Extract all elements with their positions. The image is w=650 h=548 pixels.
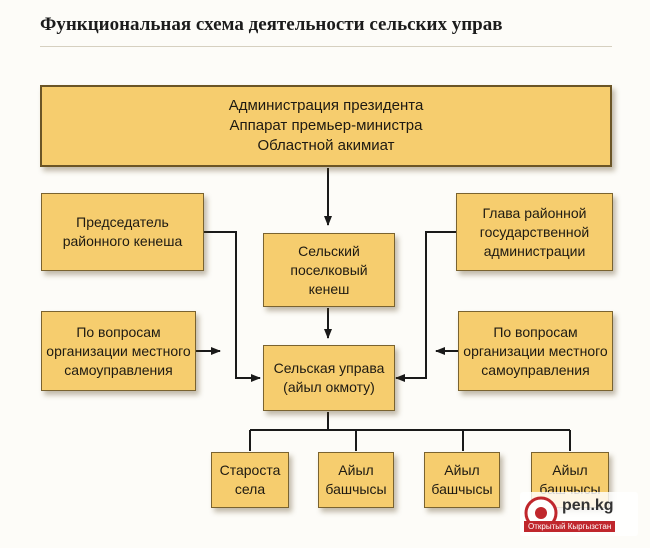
logo-text: pen.kg	[562, 497, 614, 514]
box-village-kenesh-line-1: Сельский	[298, 242, 360, 259]
box-starosta-line-2: села	[234, 481, 266, 497]
box-village-uprava-line-2: (айыл окмоту)	[283, 379, 375, 395]
diagram-title: Функциональная схема деятельности сельск…	[40, 14, 503, 35]
connector-chair-to-uprava	[204, 231, 261, 382]
box-ayil-bashchy-1-line-1: Айыл	[338, 462, 374, 478]
box-self-government-right-line-3: самоуправления	[481, 361, 590, 378]
box-self-government-left-line-3: самоуправления	[64, 361, 173, 378]
box-district-head: Глава районной государственной администр…	[456, 193, 613, 271]
box-kenesh-chair: Председатель районного кенеша	[41, 193, 204, 271]
box-ayil-bashchy-2: Айыл башчысы	[424, 452, 500, 508]
logo-subtitle: Открытый Кыргызстан	[524, 521, 616, 532]
connector-head-to-uprava	[395, 231, 456, 382]
box-administration-line-2: Аппарат премьер-министра	[229, 117, 423, 134]
box-village-kenesh-line-3: кенеш	[308, 280, 350, 297]
box-administration-line-3: Областной акимиат	[257, 137, 395, 154]
box-village-kenesh: Сельский поселковый кенеш	[263, 233, 395, 307]
box-ayil-bashchy-2-line-2: башчысы	[431, 481, 493, 497]
box-village-uprava-line-1: Сельская управа	[273, 360, 385, 376]
box-starosta: Староста села	[211, 452, 289, 508]
box-village-kenesh-line-2: поселковый	[290, 261, 368, 278]
box-self-government-right-line-1: По вопросам	[493, 323, 578, 340]
box-kenesh-chair-line-2: районного кенеша	[62, 233, 183, 249]
box-ayil-bashchy-3-line-1: Айыл	[552, 462, 588, 478]
box-district-head-line-1: Глава районной	[482, 204, 587, 221]
box-ayil-bashchy-1-line-2: башчысы	[325, 481, 387, 497]
box-self-government-right-line-2: организации местного	[463, 342, 608, 359]
box-district-head-line-2: государственной	[479, 223, 590, 240]
box-administration: Администрация президента Аппарат премьер…	[40, 85, 612, 167]
box-ayil-bashchy-1: Айыл башчысы	[318, 452, 394, 508]
box-self-government-left: По вопросам организации местного самоупр…	[41, 311, 196, 391]
box-district-head-line-3: администрации	[483, 242, 586, 259]
box-village-uprava: Сельская управа (айыл окмоту)	[263, 345, 395, 411]
box-starosta-line-1: Староста	[219, 462, 281, 478]
box-self-government-left-line-1: По вопросам	[76, 323, 161, 340]
box-ayil-bashchy-2-line-1: Айыл	[444, 462, 480, 478]
pen-kg-logo: pen.kg Открытый Кыргызстан	[520, 492, 638, 536]
box-kenesh-chair-line-1: Председатель	[76, 214, 169, 230]
title-divider	[40, 46, 612, 47]
box-self-government-left-line-2: организации местного	[46, 342, 191, 359]
box-administration-line-1: Администрация президента	[228, 97, 424, 114]
box-self-government-right: По вопросам организации местного самоупр…	[458, 311, 613, 391]
